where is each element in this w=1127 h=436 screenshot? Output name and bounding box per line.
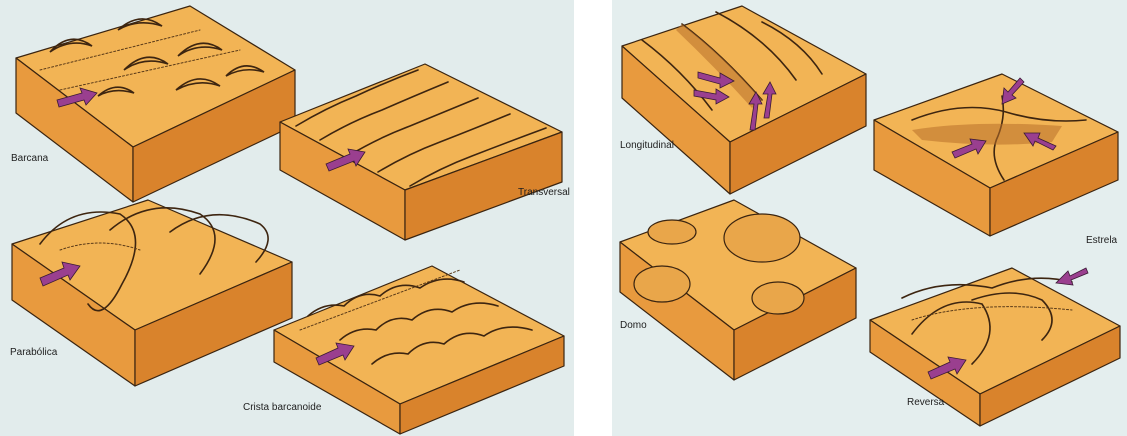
reversa-arrow-1	[1056, 268, 1088, 285]
parabolica-block	[12, 200, 292, 386]
left-illustrations	[0, 0, 574, 436]
right-illustrations	[612, 0, 1127, 436]
domo-block	[620, 200, 856, 380]
label-estrela: Estrela	[1086, 235, 1117, 246]
label-parabolica: Parabólica	[10, 347, 57, 358]
right-panel: Longitudinal Estrela Domo Reversa	[612, 0, 1127, 436]
longitudinal-block	[622, 6, 866, 194]
label-longitudinal: Longitudinal	[620, 140, 674, 151]
label-transversal: Transversal	[518, 187, 570, 198]
label-crista-barcanoide: Crista barcanoide	[243, 402, 321, 413]
left-panel: Barcana Transversal Parabólica Crista ba…	[0, 0, 574, 436]
label-domo: Domo	[620, 320, 647, 331]
label-reversa: Reversa	[907, 397, 944, 408]
transversal-block	[280, 64, 562, 240]
label-barcana: Barcana	[11, 153, 48, 164]
estrela-block	[874, 74, 1118, 236]
